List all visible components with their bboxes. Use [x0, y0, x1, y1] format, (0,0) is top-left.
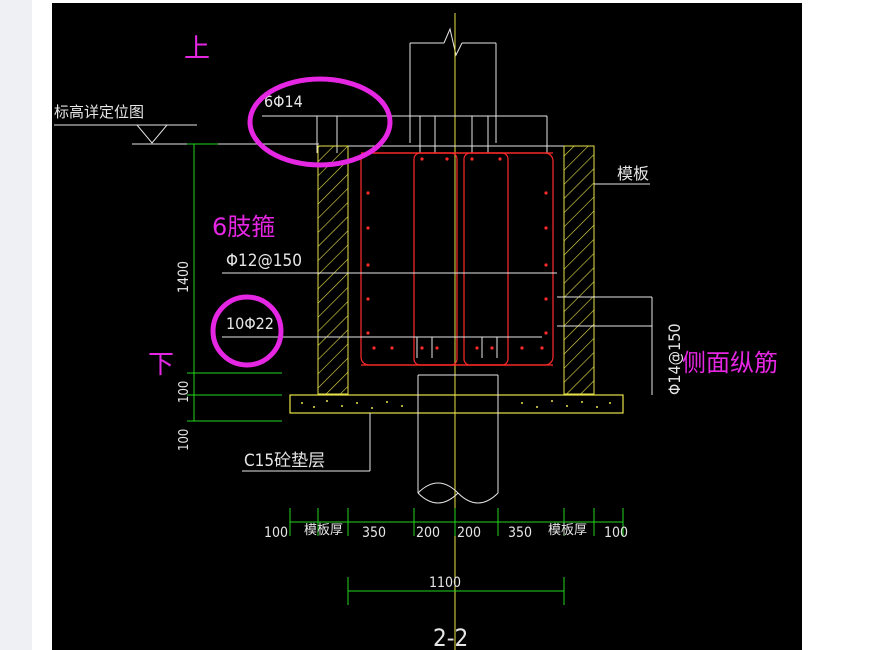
bottom-dimension-chain: [289, 508, 624, 605]
dim-right-pad: 100: [604, 525, 628, 541]
rebar-dots: [366, 157, 548, 350]
pad-dim-text-2: 100: [177, 429, 192, 451]
pad-speckles: [301, 400, 611, 409]
bottom-annotation: 下: [148, 350, 174, 380]
stirrup-label: Φ12@150: [226, 251, 302, 271]
dim-left-pad: 100: [264, 525, 288, 541]
concrete-pad: [289, 394, 624, 414]
formwork-wall-left: [317, 145, 349, 395]
bottom-rebar-highlight-circle: [210, 294, 284, 368]
side-rebar-label: Φ14@150: [665, 323, 684, 395]
left-gutter: [0, 0, 33, 650]
pad-dim-text-1: 100: [177, 381, 192, 403]
top-rebar-label: 6Φ14: [264, 92, 303, 111]
dim-left-wall: 模板厚: [304, 523, 343, 538]
dim-right-wall: 模板厚: [548, 523, 587, 538]
depth-dim-text: 1400: [176, 261, 192, 293]
rebar-leaders: [222, 272, 653, 395]
section-label: 2-2: [433, 624, 468, 650]
top-annotation: 上: [184, 34, 210, 64]
stirrup-annotation: 6肢箍: [212, 213, 275, 241]
dim-total: 1100: [429, 575, 461, 591]
cad-section-drawing: 标高详定位图 6Φ14 模板: [54, 13, 778, 650]
pad-label: C15砼垫层: [244, 451, 325, 471]
dim-center-right: 200: [457, 525, 481, 541]
formwork-wall-right: [563, 145, 595, 395]
side-annotation: 侧面纵筋: [682, 349, 778, 377]
dim-right-inner: 350: [508, 525, 532, 541]
wall-label: 模板: [617, 164, 649, 183]
depth-dimension: [187, 143, 282, 422]
column-above: [409, 27, 497, 143]
elevation-note: 标高详定位图: [54, 103, 144, 121]
dim-center-left: 200: [416, 525, 440, 541]
elevation-marker: [54, 124, 319, 145]
top-rebar-leaders: [262, 115, 548, 153]
cad-drawing-canvas: 标高详定位图 6Φ14 模板: [52, 3, 802, 650]
pile: [417, 374, 499, 504]
bottom-rebar-label: 10Φ22: [226, 314, 274, 333]
dim-left-inner: 350: [362, 525, 386, 541]
rebar-cage: [360, 152, 554, 366]
top-rebar-highlight-circle: [247, 76, 393, 168]
